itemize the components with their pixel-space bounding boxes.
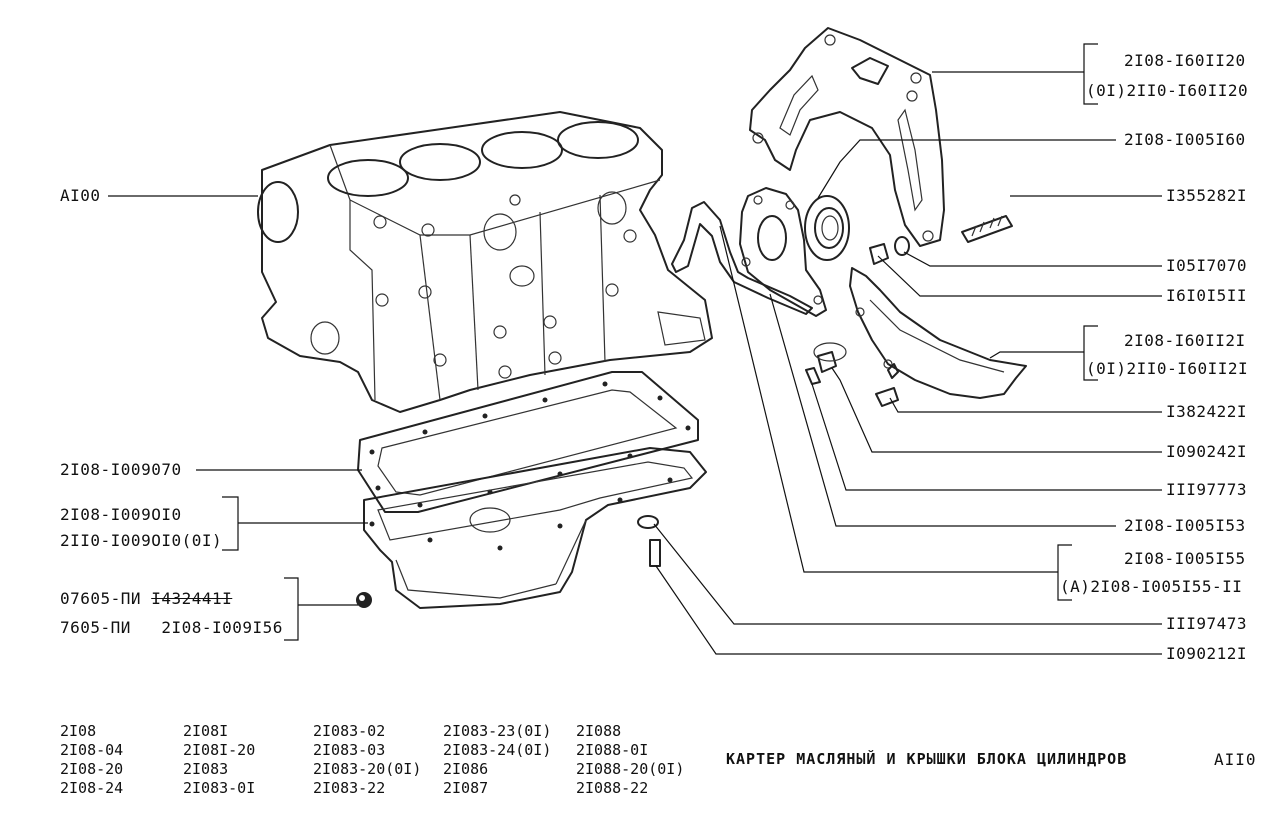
label-bolt-c: I090212I [1166, 644, 1248, 663]
models-column-2: 2I08I 2I08I-20 2I083 2I083-0I [183, 722, 255, 798]
models-column-1: 2I08 2I08-04 2I08-20 2I08-24 [60, 722, 123, 798]
model-item: 2I083-03 [313, 741, 386, 759]
label-washer-c: III97473 [1166, 614, 1248, 633]
label-gasket-r1: 2I08-I005I55 [1124, 549, 1246, 568]
model-item: 2I083-22 [313, 779, 386, 797]
model-item: 2I088 [576, 722, 622, 740]
label-bracket-1: 2I08-I60II20 [1124, 51, 1246, 70]
model-item: 2I08I-20 [183, 741, 256, 759]
oil-pan-gasket-drawing [357, 371, 699, 513]
label-pan-1: 2I08-I009OI0 [60, 505, 182, 524]
models-column-3: 2I083-02 2I083-03 2I083-20(0I) 2I083-22 [313, 722, 421, 798]
label-bolt-a: I382422I [1166, 402, 1248, 421]
label-washer: I05I7070 [1166, 256, 1248, 275]
holder-gasket-drawing [671, 201, 813, 315]
seal-holder-drawing [739, 187, 827, 317]
label-plug-2b: 2I08-I009I56 [161, 618, 283, 637]
diagram-title: КАРТЕР МАСЛЯНЫЙ И КРЫШКИ БЛОКА ЦИЛИНДРОВ [726, 750, 1128, 768]
label-plug-2a: 7605-ПИ [60, 618, 131, 637]
model-item: 2I083-0I [183, 779, 256, 797]
label-cover-1: 2I08-I60II2I [1124, 331, 1246, 350]
leader-lines-right [653, 43, 1162, 655]
model-item: 2I083-24(0I) [443, 741, 552, 759]
models-column-4: 2I083-23(0I) 2I083-24(0I) 2I086 2I087 [443, 722, 551, 798]
label-cover-2: (0I)2II0-I60II2I [1086, 359, 1249, 378]
model-item: 2I08I [183, 722, 229, 740]
models-column-5: 2I088 2I088-0I 2I088-20(0I) 2I088-22 [576, 722, 684, 798]
model-item: 2I088-22 [576, 779, 649, 797]
leader-lines-left [108, 195, 368, 641]
timing-cover-drawing [849, 267, 1027, 399]
label-nut: I6I0I5II [1166, 286, 1248, 305]
label-gasket: 2I08-I009070 [60, 460, 182, 479]
model-item: 2I08 [60, 722, 97, 740]
label-holder: 2I08-I005I53 [1124, 516, 1246, 535]
model-item: 2I086 [443, 760, 489, 778]
label-bracket-2: (0I)2II0-I60II20 [1086, 81, 1249, 100]
label-plug-1: 07605-ПИ I432441I [60, 590, 232, 608]
model-item: 2I088-20(0I) [576, 760, 685, 778]
label-bolt-b: I090242I [1166, 442, 1248, 461]
model-item: 2I083-20(0I) [313, 760, 422, 778]
model-item: 2I083-23(0I) [443, 722, 552, 740]
label-gasket-r2: (A)2I08-I005I55-II [1060, 577, 1243, 596]
bracket-drawing [749, 27, 945, 247]
drain-plug-drawing [356, 592, 372, 608]
stud-pin-drawing [961, 215, 1013, 243]
model-item: 2I083-02 [313, 722, 386, 740]
label-plug-2: 7605-ПИ 2I08-I009I56 [60, 619, 283, 637]
model-item: 2I08-24 [60, 779, 124, 797]
label-washer-b: III97773 [1166, 480, 1248, 499]
engine-block-drawing [257, 111, 713, 413]
label-plug-1a: 07605-ПИ [60, 589, 142, 608]
label-pan-2: 2II0-I009OI0(0I) [60, 531, 223, 550]
label-pin: I355282I [1166, 186, 1248, 205]
diagram-code: AII0 [1214, 750, 1257, 769]
label-seal: 2I08-I005I60 [1124, 130, 1246, 149]
label-plug-1b: I432441I [151, 589, 233, 608]
model-item: 2I087 [443, 779, 489, 797]
model-item: 2I088-0I [576, 741, 649, 759]
model-item: 2I08-04 [60, 741, 124, 759]
bolts-drawing [637, 342, 899, 567]
nut-washer-drawing [869, 236, 910, 265]
model-item: 2I08-20 [60, 760, 124, 778]
model-item: 2I083 [183, 760, 229, 778]
oil-pan-drawing [363, 447, 707, 609]
label-block: AI00 [60, 186, 101, 205]
crankshaft-seal-drawing [804, 195, 850, 261]
